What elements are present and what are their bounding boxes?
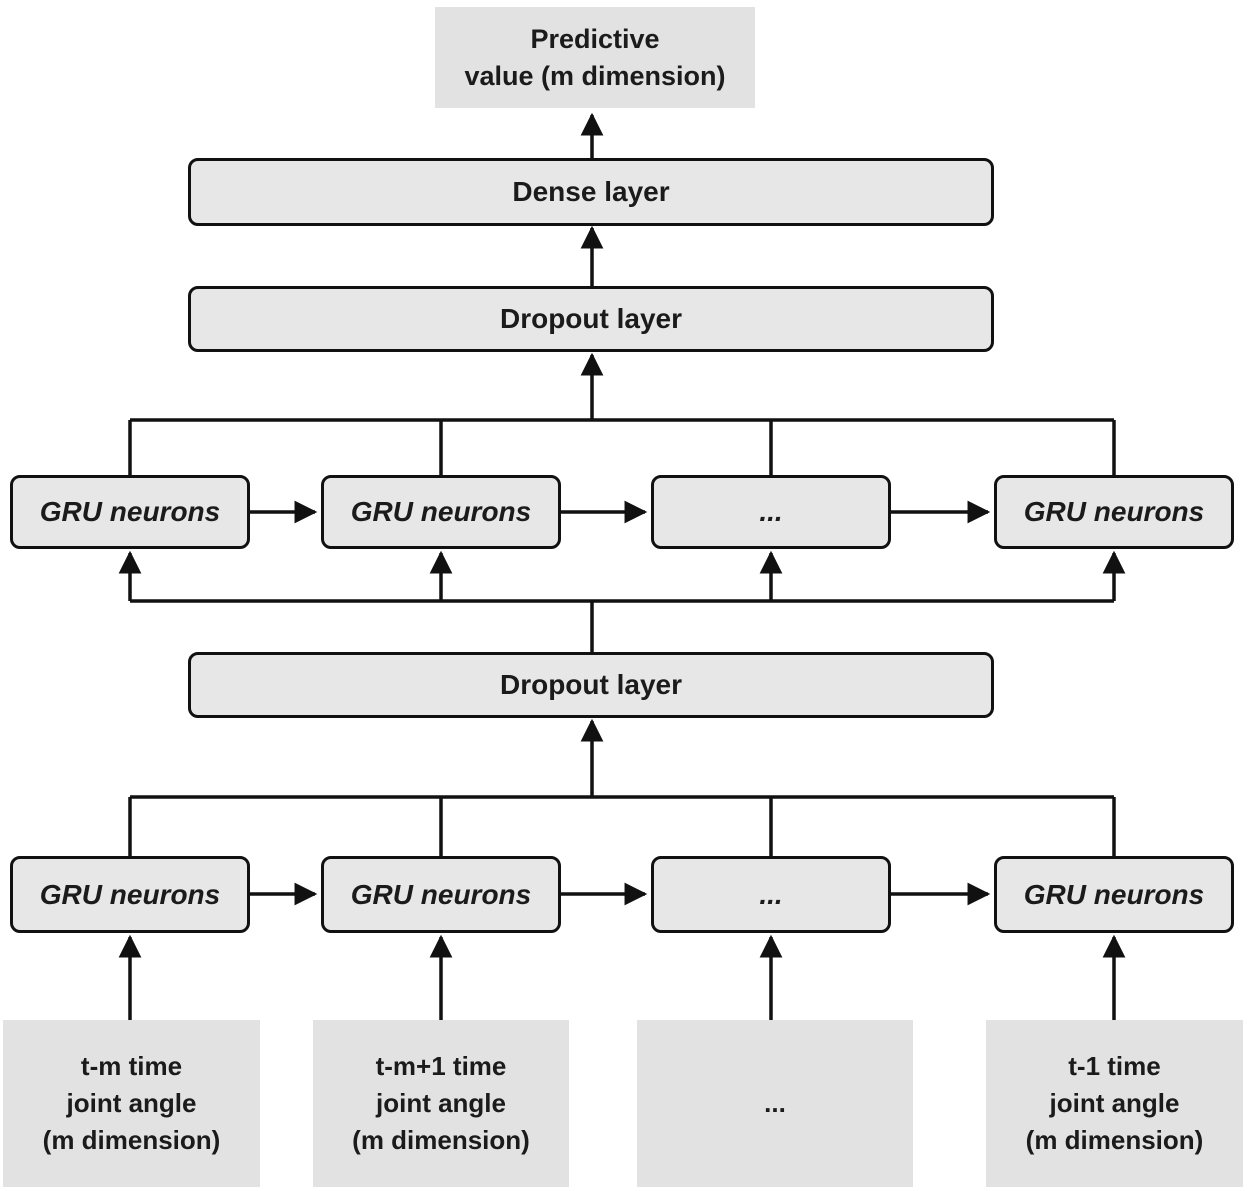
dropout-layer-upper-box: Dropout layer [188, 286, 994, 352]
dense-layer-box: Dense layer [188, 158, 994, 226]
gru-upper-box-1: GRU neurons [10, 475, 250, 549]
input-box-ellipsis: ... [637, 1020, 913, 1187]
output-box: Predictive value (m dimension) [435, 7, 755, 108]
gru-upper-box-2: GRU neurons [321, 475, 561, 549]
gru-upper-box-4: GRU neurons [994, 475, 1234, 549]
gru-lower-box-2: GRU neurons [321, 856, 561, 933]
input-box-4: t-1 time joint angle (m dimension) [986, 1020, 1243, 1187]
gru-lower-box-1: GRU neurons [10, 856, 250, 933]
gru-upper-box-ellipsis: ... [651, 475, 891, 549]
input-box-1: t-m time joint angle (m dimension) [3, 1020, 260, 1187]
dropout-layer-middle-box: Dropout layer [188, 652, 994, 718]
gru-lower-box-ellipsis: ... [651, 856, 891, 933]
gru-lower-box-4: GRU neurons [994, 856, 1234, 933]
input-box-2: t-m+1 time joint angle (m dimension) [313, 1020, 569, 1187]
